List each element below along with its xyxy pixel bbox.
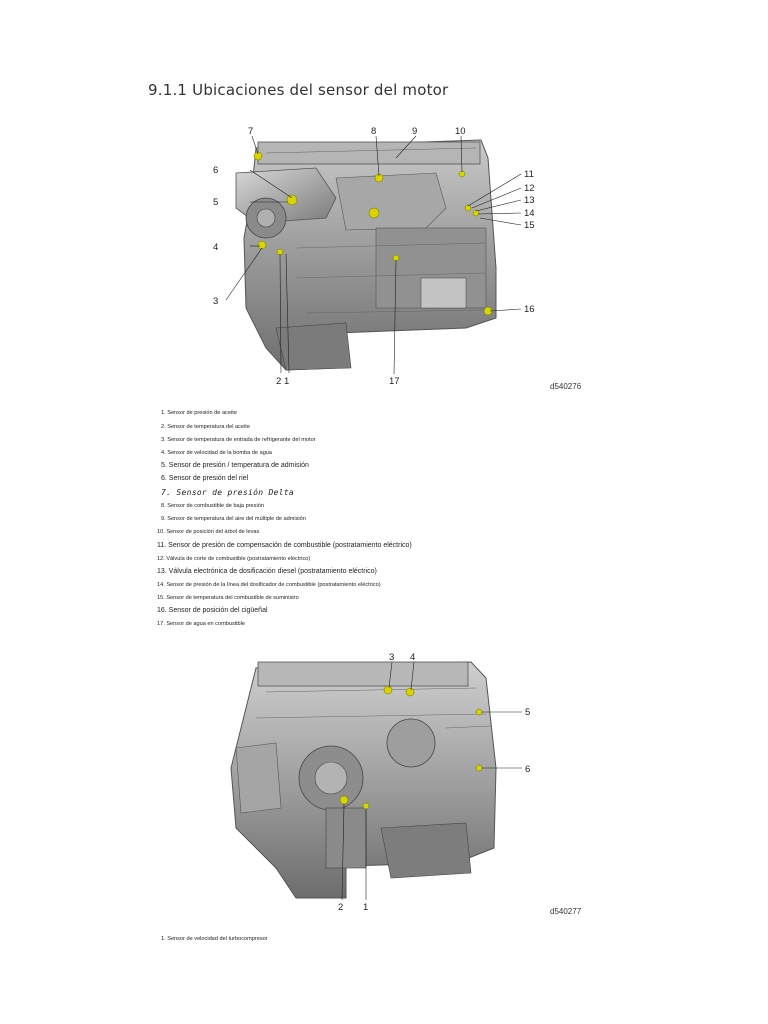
callout-3: 3: [389, 652, 394, 663]
callout-6: 6: [525, 764, 530, 775]
legend-item: 1. Sensor de velocidad del turbocompreso…: [161, 936, 268, 942]
legend-item: 6. Sensor de presión del riel: [161, 475, 249, 482]
callout-9: 9: [412, 126, 417, 137]
legend-item: 16. Sensor de posición del cigüeñal: [157, 607, 268, 614]
callout-10: 10: [455, 126, 466, 137]
legend-item: 3. Sensor de temperatura de entrada de r…: [161, 437, 316, 443]
callout-2: 2: [276, 376, 281, 387]
callout-12: 12: [524, 183, 535, 194]
legend-item: 2. Sensor de temperatura del aceite: [161, 424, 250, 430]
callout-6: 6: [213, 165, 218, 176]
legend-item: 11. Sensor de presión de compensación de…: [157, 542, 412, 549]
figure-id: d540276: [550, 382, 582, 391]
callout-3: 3: [213, 296, 218, 307]
legend-item: 17. Sensor de agua en combustible: [157, 621, 246, 627]
callout-15: 15: [524, 220, 535, 231]
callout-17: 17: [389, 376, 400, 387]
legend-item: 12. Válvula de corte de combustible (pos…: [157, 556, 311, 562]
legend-item: 7. Sensor de presión Delta: [161, 488, 295, 497]
legend-item: 8. Sensor de combustible de baja presión: [161, 503, 264, 509]
engine-illustration-1: [235, 139, 497, 371]
legend-item: 4. Sensor de velocidad de la bomba de ag…: [161, 450, 273, 456]
callout-1: 1: [363, 902, 368, 913]
callout-5: 5: [213, 197, 218, 208]
legend-item: 1. Sensor de presión de aceite: [161, 410, 237, 416]
legend-item: 10. Sensor de posición del árbol de leva…: [157, 529, 260, 535]
legend-item: 13. Válvula electrónica de dosificación …: [157, 568, 377, 575]
callout-5: 5: [525, 707, 530, 718]
callout-1: 1: [284, 376, 289, 387]
legend-item: 15. Sensor de temperatura del combustibl…: [157, 595, 299, 601]
section-title: 9.1.1 Ubicaciones del sensor del motor: [148, 81, 449, 99]
legend-item: 9. Sensor de temperatura del aire del mú…: [161, 516, 306, 522]
legend-item: 5. Sensor de presión / temperatura de ad…: [161, 462, 309, 469]
legend-item: 14. Sensor de presión de la línea del do…: [157, 582, 381, 588]
callout-2: 2: [338, 902, 343, 913]
engine-figure-1: 7 6 5 4 3 8 9 10 11 12 13 14 15 16 17 2 …: [196, 118, 596, 403]
callout-7: 7: [248, 126, 253, 137]
figure-id: d540277: [550, 907, 582, 916]
callout-8: 8: [371, 126, 376, 137]
engine-illustration-2: [230, 661, 497, 899]
callout-4: 4: [213, 242, 218, 253]
callout-16: 16: [524, 304, 535, 315]
callout-14: 14: [524, 208, 535, 219]
callout-4: 4: [410, 652, 415, 663]
callout-11: 11: [524, 169, 534, 180]
callout-13: 13: [524, 195, 535, 206]
engine-figure-2: 3 4 5 6 2 1 d540277: [196, 648, 596, 920]
